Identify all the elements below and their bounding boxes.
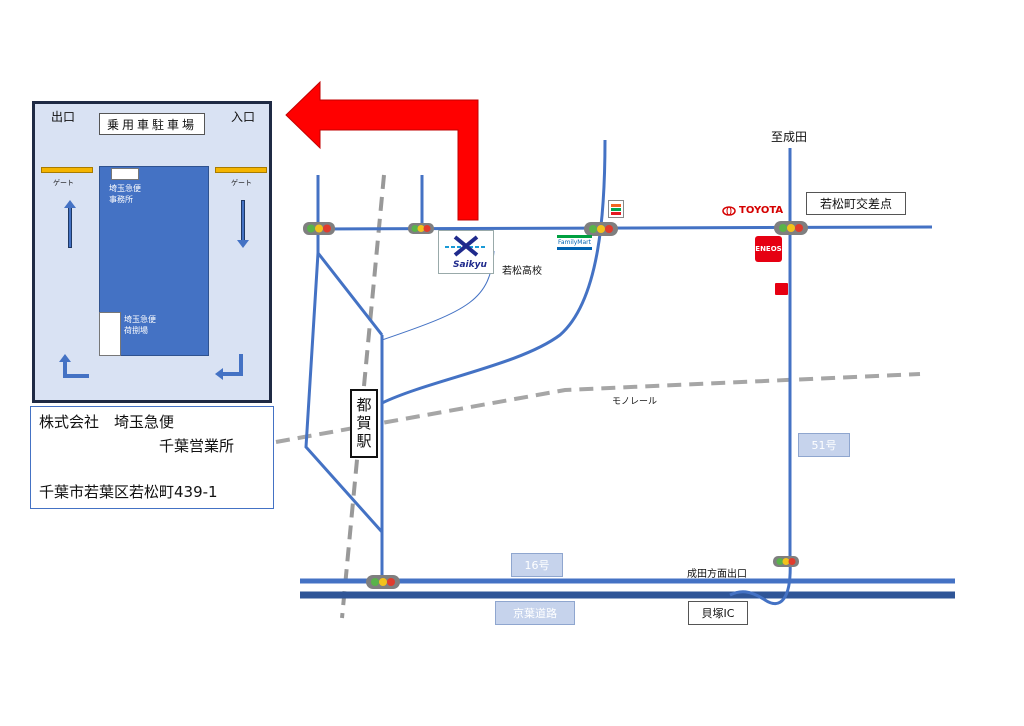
company-name-line2: 千葉営業所 — [159, 437, 235, 455]
traffic-light-familymart — [584, 222, 618, 236]
entrance-label: 入口 — [231, 110, 256, 124]
route-51-label: 51号 — [798, 433, 850, 457]
dock-label: 埼玉急便 荷捌場 — [124, 315, 156, 335]
seven-stripe-red — [611, 212, 621, 215]
eneos-logo: ENEOS — [755, 236, 782, 262]
parking-label: 乗用車駐車場 — [99, 113, 205, 135]
tsuga-station: 都賀駅 — [350, 389, 378, 458]
company-info-box: 株式会社 埼玉急便 千葉営業所 千葉市若葉区若松町439-1 — [30, 406, 274, 509]
company-name-line1: 株式会社 埼玉急便 — [39, 413, 175, 431]
school-label: 若松高校 — [502, 266, 542, 277]
monorail-label: モノレール — [612, 397, 658, 407]
road-west-diagonal — [304, 252, 384, 533]
gate-bar-right — [215, 167, 267, 173]
familymart-logo: FamilyMart — [557, 235, 592, 250]
toyota-logo: TOYOTA — [722, 205, 783, 216]
gate-bar-left — [41, 167, 93, 173]
traffic-light-wakamatsu — [774, 221, 808, 235]
road-kaizuka-ramp — [729, 558, 792, 606]
up-arrow-icon — [68, 206, 72, 248]
traffic-light-narita-exit — [773, 556, 799, 567]
saikyu-mark-icon — [445, 235, 487, 257]
uturn-right-icon — [215, 354, 243, 380]
familymart-label: FamilyMart — [558, 239, 591, 246]
up-arrow-head-icon — [64, 200, 76, 208]
red-direction-arrow — [285, 80, 479, 221]
gate-left-label: ゲート — [53, 179, 74, 187]
road-curve-to-station — [381, 139, 607, 405]
kaizuka-ic-label: 貝塚IC — [688, 601, 748, 625]
down-arrow-icon — [241, 200, 245, 242]
road-west-loop — [316, 229, 384, 336]
saikyu-logo: Saikyu — [438, 230, 494, 274]
exit-label: 出口 — [51, 110, 76, 124]
seven-stripe-green — [611, 208, 621, 211]
loading-dock-box — [99, 312, 121, 356]
office-label: 埼玉急便 事務所 — [109, 184, 141, 204]
down-arrow-head-icon — [237, 240, 249, 248]
keiyo-road-label: 京葉道路 — [495, 601, 575, 625]
uturn-left-icon — [59, 354, 89, 378]
gate-right-label: ゲート — [231, 179, 252, 187]
seven-eleven-logo — [608, 200, 624, 218]
traffic-light-mid — [408, 223, 434, 234]
office-entrance-box — [111, 168, 139, 180]
traffic-light-route16 — [366, 575, 400, 589]
traffic-light-west — [303, 222, 335, 235]
to-narita-label: 至成田 — [771, 130, 808, 144]
route-16-label: 16号 — [511, 553, 563, 577]
parking-lot-inset: 出口 入口 乗用車駐車場 ゲート ゲート 埼玉急便 事務所 埼玉急便 荷捌場 — [32, 101, 272, 403]
wakamatsu-intersection-label: 若松町交差点 — [806, 192, 906, 215]
eneos-small-logo — [775, 283, 788, 295]
seven-stripe-orange — [611, 204, 621, 207]
company-address: 千葉市若葉区若松町439-1 — [39, 483, 218, 501]
toyota-label: TOYOTA — [739, 205, 784, 216]
toyota-emblem-icon — [722, 205, 736, 216]
eneos-label: ENEOS — [755, 245, 782, 253]
narita-exit-label: 成田方面出口 — [687, 569, 747, 580]
saikyu-logo-text: Saikyu — [453, 260, 487, 270]
station-label: 都賀駅 — [354, 396, 373, 451]
